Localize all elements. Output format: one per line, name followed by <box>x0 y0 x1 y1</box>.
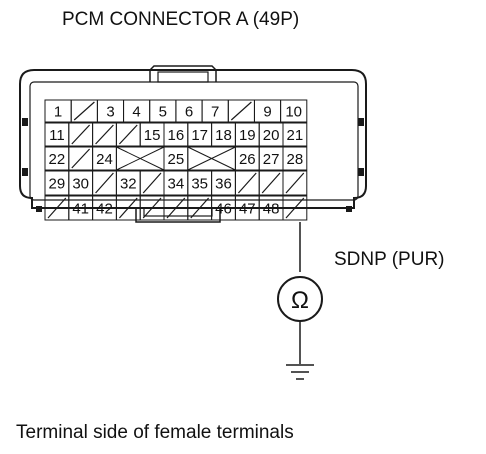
terminal-number: 22 <box>49 151 66 168</box>
unused-terminal-slash <box>71 148 91 169</box>
unused-terminal-slash <box>142 172 162 194</box>
unused-terminal-slash <box>230 101 252 121</box>
terminal-number: 30 <box>72 176 89 193</box>
diagram-title: PCM CONNECTOR A (49P) <box>62 9 299 30</box>
terminal-cavity <box>282 122 308 147</box>
terminal-number: 46 <box>215 201 232 218</box>
terminal-number: 11 <box>49 127 65 144</box>
unused-terminal-slash <box>118 197 138 219</box>
terminal-number: 18 <box>215 127 232 144</box>
terminal-number: 42 <box>96 201 113 218</box>
terminal-cavity <box>282 195 308 221</box>
terminal-number: 7 <box>211 104 219 121</box>
terminal-number: 16 <box>168 127 185 144</box>
terminal-number: 5 <box>159 104 167 121</box>
diagram-caption: Terminal side of female terminals <box>16 422 294 443</box>
terminal-number: 21 <box>287 127 304 144</box>
terminal-number: 47 <box>239 201 256 218</box>
unused-terminal-slash <box>95 124 114 145</box>
ground-icon <box>286 364 314 380</box>
terminal-number: 17 <box>191 127 208 144</box>
terminal-number: 28 <box>287 151 304 168</box>
probe-circuit: Ω <box>277 222 323 380</box>
terminal-number: 29 <box>49 176 66 193</box>
terminal-number: 25 <box>168 151 185 168</box>
terminal-number: 10 <box>285 104 302 121</box>
terminal-cavity <box>280 99 308 123</box>
terminal-number: 20 <box>263 127 280 144</box>
terminal-number: 26 <box>239 151 256 168</box>
unused-terminal-slash <box>237 172 257 194</box>
unused-terminal-slash <box>166 197 186 219</box>
unused-terminal-slash <box>73 101 95 121</box>
unused-terminal-slash <box>118 124 138 145</box>
terminal-number: 19 <box>239 127 256 144</box>
terminal-number: 6 <box>185 104 193 121</box>
terminal-number: 9 <box>263 104 271 121</box>
unused-terminal-slash <box>261 172 281 194</box>
terminal-number: 24 <box>96 151 113 168</box>
wire-label: SDNP (PUR) <box>334 249 445 270</box>
unused-terminal-slash <box>71 124 91 145</box>
unused-terminal-slash <box>47 197 67 219</box>
unused-terminal-slash <box>285 197 305 219</box>
blocked-cavity-x <box>187 146 236 171</box>
terminal-number: 48 <box>263 201 280 218</box>
connector-body <box>19 65 367 223</box>
terminal-number: 15 <box>144 127 161 144</box>
terminal-number: 3 <box>106 104 114 121</box>
ohmmeter-symbol: Ω <box>291 287 309 314</box>
terminal-number: 35 <box>191 176 208 193</box>
terminal-number: 32 <box>120 176 137 193</box>
terminal-number: 41 <box>72 201 89 218</box>
terminal-number: 1 <box>54 104 62 121</box>
terminal-cavity <box>282 146 308 171</box>
unused-terminal-slash <box>142 197 162 219</box>
terminal-number: 4 <box>132 104 140 121</box>
terminal-number: 34 <box>168 176 185 193</box>
blocked-cavity-x <box>115 146 165 171</box>
unused-terminal-slash <box>285 172 305 194</box>
terminal-number: 36 <box>215 176 232 193</box>
unused-terminal-slash <box>190 197 210 219</box>
terminal-cavity <box>282 170 308 196</box>
unused-terminal-slash <box>95 172 114 194</box>
terminal-number: 27 <box>263 151 280 168</box>
